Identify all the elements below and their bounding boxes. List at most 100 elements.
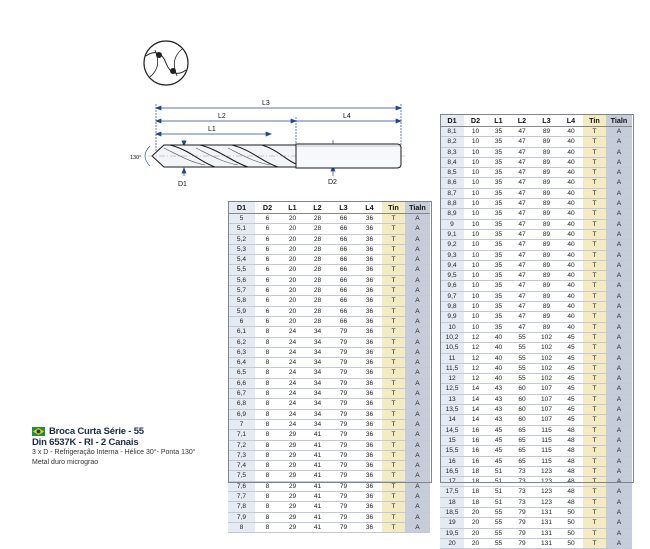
- cell-tin: T: [583, 517, 606, 529]
- cell-l1: 35: [487, 188, 510, 200]
- cell-tialn: A: [606, 136, 632, 148]
- cell-l1: 35: [487, 291, 510, 303]
- cell-l2: 41: [305, 512, 330, 523]
- cell-l4: 40: [559, 136, 583, 148]
- cell-l2: 28: [305, 316, 330, 328]
- cell-l1: 45: [487, 445, 510, 457]
- cell-d2: 6: [255, 285, 280, 297]
- cell-tin: T: [382, 450, 405, 462]
- cell-l4: 45: [559, 331, 583, 344]
- cell-tialn: A: [405, 306, 430, 317]
- cell-d1: 12: [440, 373, 464, 385]
- cell-l4: 40: [559, 311, 583, 323]
- cell-d1: 19,5: [440, 528, 464, 539]
- cell-l3: 89: [534, 188, 559, 200]
- cell-tialn: A: [405, 440, 430, 451]
- cell-l2: 47: [510, 301, 534, 313]
- cell-l4: 36: [357, 347, 382, 359]
- cell-l3: 66: [330, 306, 357, 317]
- cell-l4: 45: [559, 373, 583, 385]
- cell-d2: 8: [255, 440, 280, 451]
- cell-tin: T: [583, 456, 606, 467]
- cell-l1: 35: [487, 219, 510, 230]
- cell-d2: 6: [255, 223, 280, 235]
- cell-l4: 36: [357, 450, 382, 462]
- cell-d1: 7: [228, 419, 255, 431]
- cell-l3: 79: [330, 522, 357, 534]
- column-header-l2: L2: [305, 201, 330, 214]
- cell-l3: 66: [330, 316, 357, 328]
- cell-l4: 36: [357, 440, 382, 451]
- cell-l1: 40: [487, 373, 510, 385]
- cell-l2: 28: [305, 275, 330, 287]
- cell-l3: 131: [534, 517, 559, 529]
- cell-l4: 40: [559, 198, 583, 210]
- cell-tin: T: [382, 367, 405, 379]
- cell-l1: 43: [487, 404, 510, 416]
- cell-l2: 55: [510, 353, 534, 364]
- cell-l2: 47: [510, 250, 534, 261]
- cell-d1: 8,4: [440, 157, 464, 169]
- cell-d1: 14,5: [440, 424, 464, 436]
- cell-l4: 45: [559, 342, 583, 354]
- cell-l4: 36: [357, 409, 382, 420]
- cell-d1: 10: [440, 322, 464, 333]
- cell-l3: 89: [534, 208, 559, 220]
- cell-l1: 35: [487, 147, 510, 158]
- cell-l4: 45: [559, 414, 583, 426]
- cell-d1: 9,9: [440, 311, 464, 323]
- cell-l1: 40: [487, 331, 510, 344]
- cell-d1: 8,9: [440, 208, 464, 220]
- cell-l4: 36: [357, 470, 382, 482]
- cell-tin: T: [583, 497, 606, 508]
- cell-l2: 34: [305, 337, 330, 348]
- cell-tin: T: [583, 373, 606, 385]
- cell-tin: T: [583, 394, 606, 406]
- cell-l3: 89: [534, 177, 559, 189]
- cell-l2: 34: [305, 347, 330, 359]
- cell-tialn: A: [405, 213, 430, 225]
- cell-d2: 18: [464, 476, 487, 488]
- cell-d2: 18: [464, 465, 487, 478]
- cell-tialn: A: [606, 465, 632, 478]
- cell-l1: 35: [487, 126, 510, 138]
- cell-tialn: A: [606, 301, 632, 313]
- caption-line-1: 3 x D - Refrigeração Interna - Hélice 30…: [32, 449, 196, 456]
- cell-l2: 65: [510, 424, 534, 436]
- cell-tin: T: [583, 342, 606, 354]
- cell-l4: 40: [559, 177, 583, 189]
- caption-title-row: Broca Curta Série - 55: [32, 426, 242, 437]
- cell-tin: T: [583, 538, 606, 549]
- cell-l2: 73: [510, 497, 534, 508]
- column-header-l4: L4: [559, 114, 583, 127]
- cell-d1: 7,7: [228, 491, 255, 503]
- cell-l4: 40: [559, 167, 583, 179]
- cell-tialn: A: [606, 424, 632, 436]
- cell-l4: 40: [559, 301, 583, 313]
- cell-l2: 47: [510, 280, 534, 292]
- cell-l3: 79: [330, 429, 357, 441]
- cell-d1: 11,5: [440, 363, 464, 375]
- cell-d2: 20: [464, 506, 487, 519]
- cell-l4: 40: [559, 322, 583, 333]
- cell-d1: 10,5: [440, 342, 464, 354]
- cell-l3: 123: [534, 497, 559, 508]
- cell-d2: 6: [255, 254, 280, 266]
- cell-l3: 66: [330, 275, 357, 287]
- cell-d2: 16: [464, 435, 487, 447]
- cell-l3: 66: [330, 213, 357, 225]
- cell-l4: 48: [559, 456, 583, 467]
- cell-d2: 12: [464, 363, 487, 375]
- cell-l2: 47: [510, 219, 534, 230]
- cell-l3: 89: [534, 167, 559, 179]
- cell-d1: 18,5: [440, 506, 464, 519]
- cell-d2: 8: [255, 357, 280, 369]
- cell-tialn: A: [606, 219, 632, 230]
- cell-l4: 48: [559, 497, 583, 508]
- cell-tin: T: [583, 311, 606, 323]
